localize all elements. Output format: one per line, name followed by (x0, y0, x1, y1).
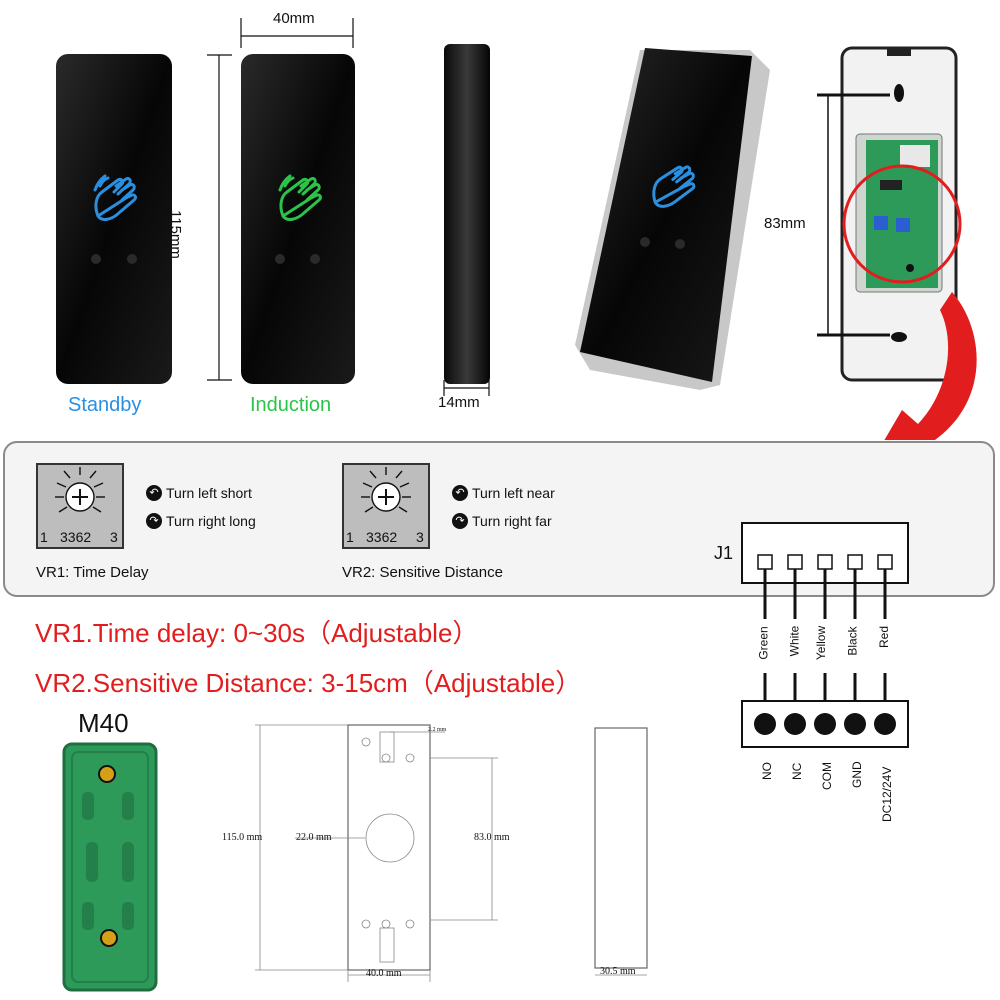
depth-label: 14mm (438, 394, 480, 411)
wire-black: Black (845, 626, 860, 656)
hand-icon-green (278, 174, 322, 221)
mount-dimension (817, 93, 890, 337)
vr1-title: VR1: Time Delay (36, 564, 149, 581)
vr1-turn-left: ↶ Turn left short (146, 485, 252, 501)
drawing-height: 115.0 mm (222, 832, 263, 843)
vr2-turn-right-text: Turn right far (472, 513, 552, 529)
induction-label: Induction (250, 394, 332, 416)
drawing-hole-dia: 22.0 mm (296, 832, 332, 843)
terminal-com: COM (820, 762, 834, 790)
induction-device (241, 54, 355, 384)
vr2-model: 3362 (366, 529, 398, 545)
highlight-circle (842, 164, 962, 284)
vr2-potentiometer: 1 3362 3 (342, 463, 430, 549)
drawing-width: 40.0 mm (366, 968, 402, 979)
rotate-left-icon: ↶ (452, 485, 468, 501)
wire-white: White (787, 625, 802, 657)
rotate-left-icon: ↶ (146, 485, 162, 501)
vr1-turn-right: ↷ Turn right long (146, 513, 256, 529)
vr1-turn-left-text: Turn left short (166, 485, 252, 501)
vr1-pin-left: 1 (40, 529, 48, 545)
mount-label: 83mm (764, 215, 806, 232)
height-dimension (207, 54, 232, 381)
rotate-right-icon: ↷ (146, 513, 162, 529)
vr2-pin-left: 1 (346, 529, 354, 545)
terminal-dc: DC12/24V (880, 766, 894, 822)
red-arrow (884, 292, 977, 440)
m40-backplate (62, 742, 158, 992)
vr1-turn-right-text: Turn right long (166, 513, 256, 529)
standby-device (56, 54, 172, 384)
spec-sensitive-distance: VR2.Sensitive Distance: 3-15cm（Adjustabl… (35, 668, 582, 698)
standby-label: Standby (68, 394, 142, 416)
height-label: 115mm (167, 210, 184, 259)
drawing-thickness: 30.5 mm (600, 966, 636, 977)
wire-green: Green (756, 626, 771, 660)
spec-time-delay: VR1.Time delay: 0~30s（Adjustable） (35, 618, 479, 648)
width-dimension (240, 18, 354, 48)
vr2-turn-right: ↷ Turn right far (452, 513, 552, 529)
drawing-slot: 2.2 mm (428, 727, 447, 733)
width-label: 40mm (273, 10, 315, 27)
model-label: M40 (78, 708, 129, 738)
vr2-turn-left: ↶ Turn left near (452, 485, 555, 501)
wire-red: Red (877, 625, 892, 649)
vr2-pin-right: 3 (416, 529, 424, 545)
drawing-hole-spacing: 83.0 mm (474, 832, 510, 843)
angled-device (575, 48, 770, 390)
hand-icon-blue-angled (652, 165, 696, 208)
hand-icon-blue (93, 174, 137, 221)
wire-yellow: Yellow (814, 625, 829, 661)
back-plate (840, 46, 958, 382)
vr2-turn-left-text: Turn left near (472, 485, 555, 501)
vr2-title: VR2: Sensitive Distance (342, 564, 503, 581)
depth-dimension (443, 380, 490, 396)
product-views (56, 18, 977, 440)
technical-drawing (255, 724, 648, 982)
terminal-nc: NC (790, 762, 804, 780)
vr1-potentiometer: 1 3362 3 (36, 463, 124, 549)
vr1-model: 3362 (60, 529, 92, 545)
terminal-no: NO (760, 762, 774, 780)
j1-wiring-diagram (741, 522, 909, 748)
side-profile (444, 44, 490, 384)
terminal-gnd: GND (850, 761, 864, 788)
rotate-right-icon: ↷ (452, 513, 468, 529)
j1-label: J1 (714, 543, 734, 563)
vr1-pin-right: 3 (110, 529, 118, 545)
